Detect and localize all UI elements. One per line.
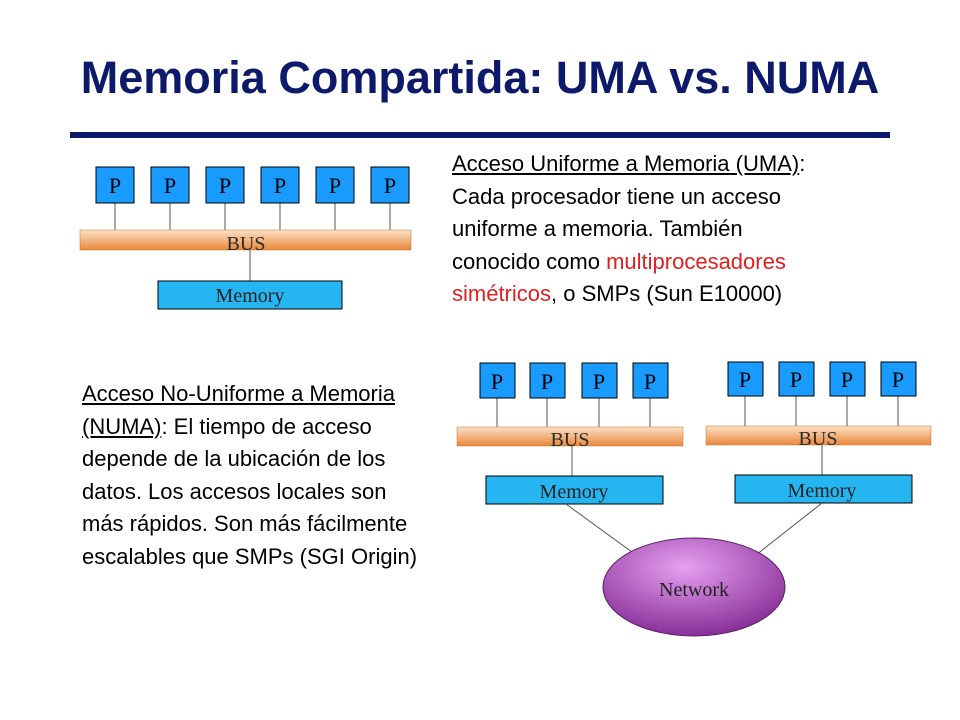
numa-node-2-processor-2-label: P: [790, 367, 802, 392]
title-underline: [70, 132, 890, 138]
numa-node-1-processor-1: P: [479, 362, 516, 399]
numa-node-2-processor-2: P: [778, 361, 815, 397]
numa-node-1-processor-2: P: [529, 362, 566, 399]
uma-processor-1: P: [95, 166, 135, 204]
uma-processor-3-label: P: [219, 173, 231, 198]
uma-processor-2: P: [150, 166, 190, 204]
uma-description: Acceso Uniforme a Memoria (UMA): Cada pr…: [452, 148, 832, 311]
numa-diagram: P P P P BUS Memory P P P P BUS Memory: [456, 361, 932, 637]
numa-node-1-memory-label: Memory: [540, 481, 609, 503]
uma-bus: [79, 229, 412, 251]
numa-description-rest: : El tiempo de acceso depende de la ubic…: [82, 413, 418, 569]
numa-node-1-bus-label: BUS: [551, 429, 590, 451]
numa-network-label: Network: [659, 579, 729, 601]
numa-node-1: P P P P BUS Memory: [456, 362, 684, 505]
numa-term: Acceso No-Uniforme a Memoria (NUMA): [82, 381, 395, 439]
uma-processor-1-label: P: [109, 173, 121, 198]
numa-node-2-processor-3: P: [829, 361, 866, 397]
numa-network-link-1: [565, 503, 637, 556]
numa-node-1-processor-3-label: P: [593, 369, 605, 394]
uma-diagram: P P P P P P BUS Memory: [79, 166, 412, 310]
uma-processor-5: P: [315, 166, 355, 204]
numa-node-2: P P P P BUS Memory: [705, 361, 932, 504]
uma-term: Acceso Uniforme a Memoria (UMA): [452, 151, 800, 176]
uma-processor-6-label: P: [384, 173, 396, 198]
uma-processor-5-label: P: [329, 173, 341, 198]
numa-node-2-processor-4-label: P: [892, 367, 904, 392]
numa-node-2-memory-label: Memory: [788, 480, 857, 502]
numa-network: [602, 537, 786, 637]
uma-processor-4: P: [260, 166, 300, 204]
uma-processor-2-label: P: [164, 173, 176, 198]
numa-network-link-2: [755, 502, 823, 556]
uma-description-part-2: , o SMPs (Sun E10000): [551, 281, 783, 306]
numa-node-2-processor-4: P: [880, 361, 917, 397]
uma-description-part-1: : Cada procesador tiene un acceso unifor…: [452, 151, 806, 274]
numa-description: Acceso No-Uniforme a Memoria (NUMA): El …: [82, 378, 430, 573]
uma-memory: [157, 280, 343, 310]
numa-node-1-processor-1-label: P: [491, 369, 503, 394]
numa-node-2-processor-1: P: [727, 361, 764, 397]
uma-highlight: multiprocesadores simétricos: [452, 248, 786, 307]
numa-node-1-processor-3: P: [581, 362, 618, 399]
numa-node-2-bus: [705, 425, 932, 446]
numa-node-1-memory: [485, 475, 664, 505]
numa-node-1-bus: [456, 426, 684, 447]
uma-processor-4-label: P: [274, 173, 286, 198]
uma-processor-3: P: [205, 166, 245, 204]
numa-node-1-processor-2-label: P: [541, 369, 553, 394]
page-title: Memoria Compartida: UMA vs. NUMA: [80, 52, 880, 103]
numa-node-2-memory: [734, 474, 913, 504]
numa-node-2-processor-1-label: P: [739, 367, 751, 392]
uma-processor-6: P: [370, 166, 410, 204]
numa-node-2-bus-label: BUS: [799, 428, 838, 450]
uma-memory-label: Memory: [216, 285, 285, 307]
uma-bus-label: BUS: [227, 233, 266, 255]
numa-node-1-processor-4-label: P: [644, 369, 656, 394]
numa-node-1-processor-4: P: [632, 362, 669, 399]
numa-node-2-processor-3-label: P: [841, 367, 853, 392]
